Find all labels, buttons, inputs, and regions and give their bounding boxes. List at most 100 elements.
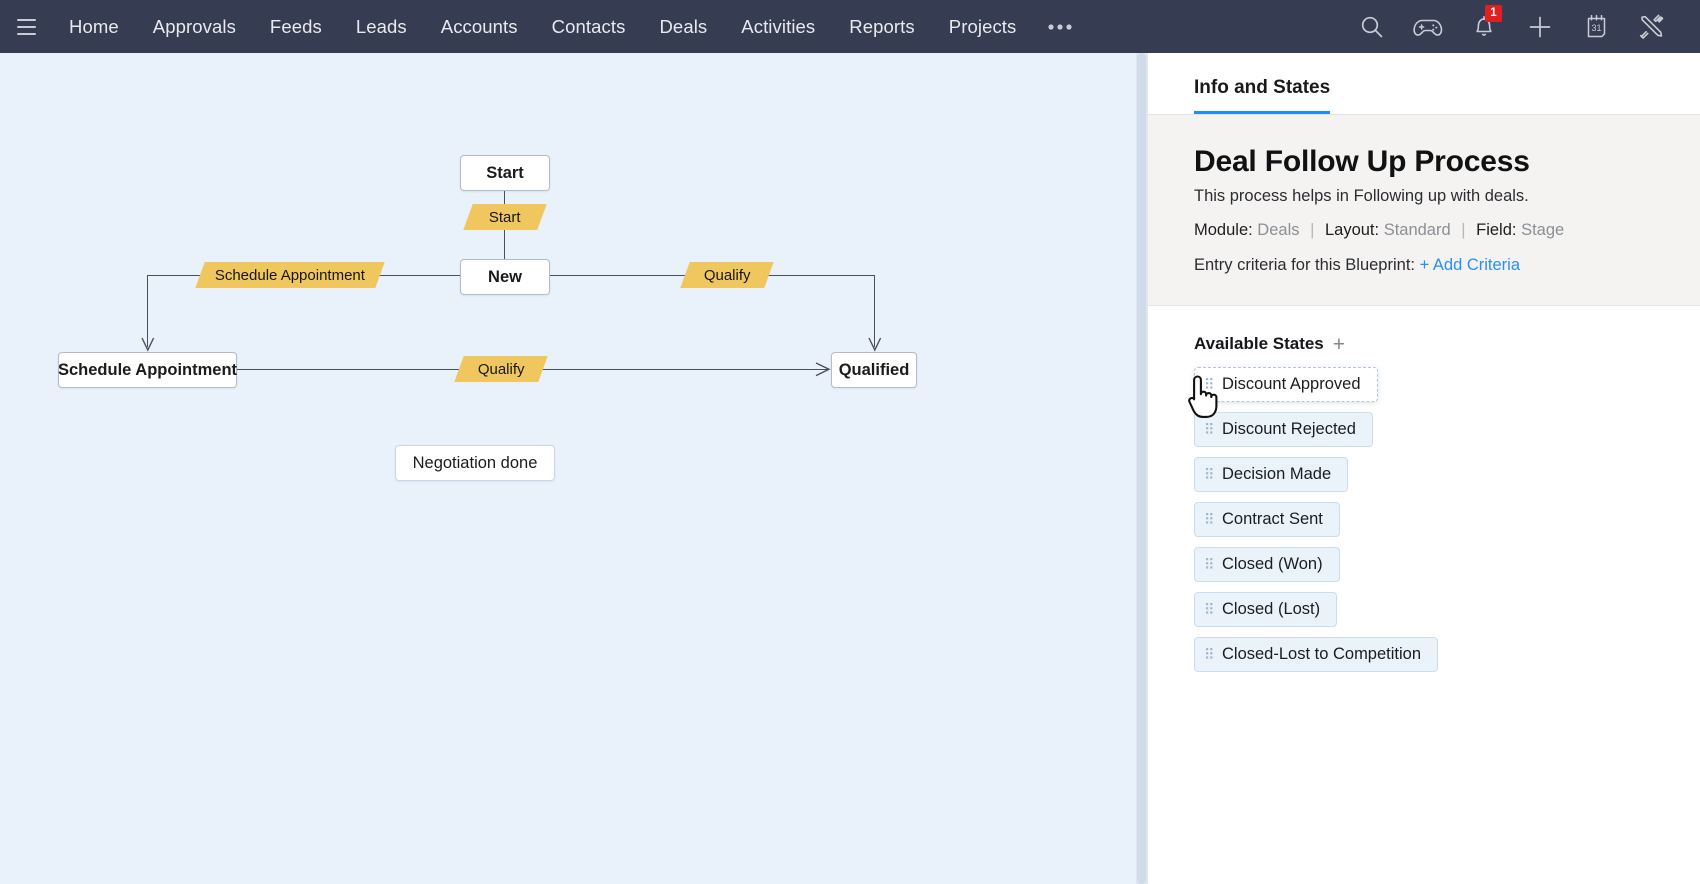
transition-label-t-qual2[interactable]: Qualify [454, 356, 548, 382]
state-chip-discount-approved[interactable]: Discount Approved [1194, 367, 1378, 402]
field-key: Field: [1476, 221, 1517, 239]
module-value: Deals [1257, 221, 1300, 239]
bell-icon[interactable]: 1 [1456, 0, 1512, 53]
nav-link-reports[interactable]: Reports [849, 16, 915, 37]
state-chip-row: Closed (Won) [1194, 547, 1654, 592]
state-chip-decision-made[interactable]: Decision Made [1194, 457, 1349, 492]
drag-handle-icon[interactable] [1206, 423, 1213, 436]
diagram-node-negot[interactable]: Negotiation done [395, 445, 555, 481]
canvas-scrollbar-thumb[interactable] [1137, 53, 1146, 884]
diagram-node-label: Schedule Appointment [57, 360, 238, 379]
nav-links: Home Approvals Feeds Leads Accounts Contacts D… [52, 0, 1033, 53]
diagram-node-label: Negotiation done [412, 453, 538, 472]
state-chip-label: Closed (Lost) [1222, 600, 1321, 618]
nav-right-icons: 1 31 [1344, 0, 1700, 53]
state-chip-closed-won[interactable]: Closed (Won) [1194, 547, 1340, 582]
entry-criteria-label: Entry criteria for this Blueprint: [1194, 256, 1415, 274]
drag-handle-icon[interactable] [1206, 378, 1213, 391]
canvas-scrollbar-track[interactable] [1136, 53, 1147, 884]
entry-criteria-row: Entry criteria for this Blueprint: + Add… [1194, 256, 1654, 275]
tools-icon[interactable] [1624, 0, 1680, 53]
connector-new-sched-v [147, 275, 149, 347]
state-chip-label: Discount Rejected [1222, 420, 1356, 438]
meta-separator: | [1310, 221, 1315, 239]
calendar-icon[interactable]: 31 [1568, 0, 1624, 53]
diagram-node-new[interactable]: New [460, 259, 550, 295]
diagram-node-label: Start [486, 163, 524, 182]
diagram-node-qualified[interactable]: Qualified [831, 352, 917, 388]
arrowhead-into-qualified-top [868, 337, 882, 352]
search-icon[interactable] [1344, 0, 1400, 53]
drag-handle-icon[interactable] [1206, 513, 1213, 526]
state-chip-row: Decision Made [1194, 457, 1654, 502]
gamepad-icon[interactable] [1400, 0, 1456, 53]
drag-handle-icon[interactable] [1206, 468, 1213, 481]
info-and-states-panel: Info and States Deal Follow Up Process T… [1147, 53, 1700, 884]
blueprint-title: Deal Follow Up Process [1194, 145, 1530, 178]
field-value: Stage [1521, 221, 1565, 239]
transition-label-text: Qualify [477, 360, 525, 378]
state-chip-row: Discount Rejected [1194, 412, 1654, 457]
nav-link-approvals[interactable]: Approvals [152, 16, 236, 37]
nav-link-contacts[interactable]: Contacts [551, 16, 626, 37]
state-chip-label: Discount Approved [1222, 375, 1361, 393]
module-key: Module: [1194, 221, 1253, 239]
state-chip-discount-rejected[interactable]: Discount Rejected [1194, 412, 1373, 447]
transition-label-t-qual1[interactable]: Qualify [680, 262, 774, 288]
nav-more-button[interactable] [1033, 0, 1087, 53]
available-states-title: Available States [1194, 334, 1324, 353]
nav-link-projects[interactable]: Projects [948, 16, 1017, 37]
hamburger-line [16, 32, 36, 35]
state-chip-closed-lost-to-competition[interactable]: Closed-Lost to Competition [1194, 637, 1439, 672]
hamburger-line [16, 25, 36, 28]
calendar-day-text: 31 [1591, 23, 1601, 33]
hamburger-menu-icon[interactable] [0, 0, 52, 53]
state-chip-label: Closed (Won) [1222, 555, 1323, 573]
transition-label-text: Schedule Appointment [214, 266, 366, 284]
nav-link-leads[interactable]: Leads [355, 16, 407, 37]
nav-link-home[interactable]: Home [69, 16, 119, 37]
state-chip-contract-sent[interactable]: Contract Sent [1194, 502, 1340, 537]
state-chip-closed-lost[interactable]: Closed (Lost) [1194, 592, 1338, 627]
panel-tab-bar: Info and States [1148, 53, 1700, 115]
arrowhead-into-qualified-left [815, 362, 831, 377]
diagram-node-label: New [488, 267, 522, 286]
transition-label-text: Qualify [703, 266, 751, 284]
transition-label-t-sched[interactable]: Schedule Appointment [195, 262, 385, 288]
nav-link-deals[interactable]: Deals [659, 16, 708, 37]
meta-separator: | [1461, 221, 1466, 239]
blueprint-info-section: Deal Follow Up Process This process help… [1148, 115, 1700, 306]
diagram-node-sched[interactable]: Schedule Appointment [58, 352, 237, 388]
available-states-header: Available States + [1194, 332, 1654, 356]
drag-handle-icon[interactable] [1206, 648, 1213, 661]
connector-new-qualified-v [874, 275, 876, 347]
state-chip-row: Closed-Lost to Competition [1194, 637, 1654, 682]
layout-value: Standard [1383, 221, 1451, 239]
hamburger-line [16, 18, 36, 21]
state-chip-row: Discount Approved [1194, 367, 1654, 412]
add-criteria-link[interactable]: + Add Criteria [1419, 256, 1521, 274]
drag-handle-icon[interactable] [1206, 558, 1213, 571]
state-chip-label: Decision Made [1222, 465, 1332, 483]
add-state-icon[interactable]: + [1332, 332, 1346, 356]
nav-link-feeds[interactable]: Feeds [269, 16, 322, 37]
drag-handle-icon[interactable] [1206, 603, 1213, 616]
diagram-node-label: Qualified [838, 360, 910, 379]
tab-info-and-states[interactable]: Info and States [1194, 77, 1331, 114]
state-chip-label: Contract Sent [1222, 510, 1323, 528]
diagram-node-start[interactable]: Start [460, 155, 550, 191]
notification-badge: 1 [1485, 5, 1502, 22]
top-navigation-bar: Home Approvals Feeds Leads Accounts Contacts D… [0, 0, 1700, 53]
arrowhead-into-sched [141, 337, 155, 352]
transition-label-text: Start [489, 208, 521, 226]
blueprint-description: This process helps in Following up with … [1194, 187, 1529, 205]
nav-link-activities[interactable]: Activities [741, 16, 816, 37]
layout-key: Layout: [1324, 221, 1380, 239]
transition-label-t-start[interactable]: Start [463, 204, 547, 230]
state-chip-row: Contract Sent [1194, 502, 1654, 547]
blueprint-meta: Module: Deals | Layout: Standard | Field… [1194, 221, 1654, 240]
plus-icon[interactable] [1512, 0, 1568, 53]
nav-link-accounts[interactable]: Accounts [440, 16, 518, 37]
